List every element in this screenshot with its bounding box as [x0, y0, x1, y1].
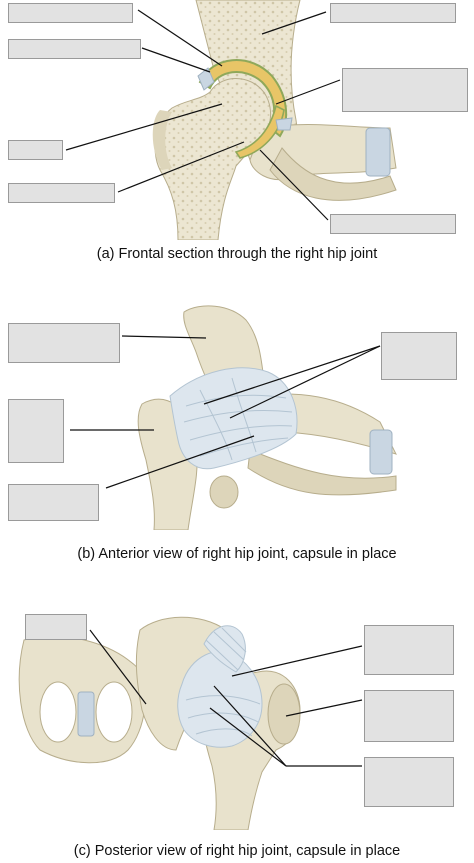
lesser-trochanter	[209, 475, 239, 509]
label-box-a2[interactable]	[8, 39, 141, 59]
label-box-b2[interactable]	[381, 332, 457, 380]
label-box-b4[interactable]	[8, 484, 99, 521]
label-box-c3[interactable]	[364, 690, 454, 742]
pubic-symphysis-disc-c	[77, 691, 95, 737]
left-obturator-foramen	[39, 681, 77, 743]
ischium-posterior	[135, 616, 227, 751]
label-box-a6[interactable]	[8, 183, 115, 203]
label-box-a5[interactable]	[8, 140, 63, 160]
panel-a-leader-lines	[65, 9, 341, 221]
label-box-a4[interactable]	[342, 68, 468, 112]
posterior-fibers	[185, 627, 261, 737]
label-box-c1[interactable]	[25, 614, 87, 640]
pubic-symphysis-disc-b	[369, 429, 393, 475]
ischiofemoral-ligament-band	[203, 625, 246, 673]
label-box-b1[interactable]	[8, 323, 120, 363]
label-box-c2[interactable]	[364, 625, 454, 675]
right-obturator-foramen	[95, 681, 133, 743]
label-box-a3[interactable]	[330, 3, 456, 23]
panel-c-leader-lines	[89, 629, 363, 767]
label-box-a7[interactable]	[330, 214, 456, 234]
panel-a-illustration	[65, 0, 397, 240]
caption-panel-b: (b) Anterior view of right hip joint, ca…	[77, 546, 397, 562]
label-box-c4[interactable]	[364, 757, 454, 807]
panel-b-leader-lines	[70, 335, 381, 489]
lower-labrum	[275, 117, 293, 131]
label-box-a1[interactable]	[8, 3, 133, 23]
ischium	[269, 147, 397, 201]
label-box-b3[interactable]	[8, 399, 64, 463]
femoral-head-section	[154, 78, 272, 240]
panel-b-illustration	[70, 305, 397, 530]
caption-panel-a: (a) Frontal section through the right hi…	[96, 246, 378, 262]
panel-c-illustration	[18, 616, 363, 830]
caption-panel-c: (c) Posterior view of right hip joint, c…	[73, 843, 401, 859]
acetabular-cartilage	[198, 59, 288, 138]
pubic-symphysis-disc	[365, 127, 391, 177]
greater-trochanter	[267, 683, 301, 745]
